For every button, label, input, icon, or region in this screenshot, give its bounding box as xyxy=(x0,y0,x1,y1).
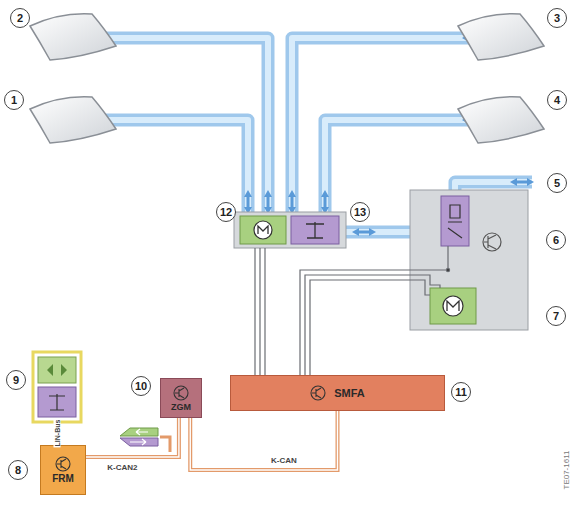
air-cushions xyxy=(30,14,544,143)
callout-number: 11 xyxy=(451,382,471,402)
footwell-module-box: FRM xyxy=(40,445,86,495)
callout-number: 2 xyxy=(10,8,30,28)
bus-name: LIN-Bus xyxy=(54,419,61,448)
module-name: FRM xyxy=(52,473,74,484)
callout-number: 3 xyxy=(547,8,567,28)
callout-number: 8 xyxy=(8,460,28,480)
callout-number: 12 xyxy=(216,202,236,222)
bus-name: K-CAN2 xyxy=(105,463,139,472)
gateway-box: ZGM xyxy=(160,378,202,418)
callout-number: 4 xyxy=(547,90,567,110)
transistor-symbol xyxy=(55,456,71,472)
module-name: ZGM xyxy=(171,402,191,412)
pump-unit xyxy=(410,190,528,330)
seat-module-box: SMFA xyxy=(230,375,445,411)
pump-valve-block xyxy=(234,212,346,248)
wiring xyxy=(255,246,450,375)
callout-number: 1 xyxy=(4,90,24,110)
transistor-symbol xyxy=(173,385,189,401)
callout-number: 7 xyxy=(546,306,566,326)
bus-line xyxy=(190,411,337,470)
callout-number: 5 xyxy=(547,173,567,193)
bus-name: K-CAN xyxy=(269,456,299,465)
bus-line xyxy=(86,418,179,457)
transistor-symbol xyxy=(310,385,326,401)
callout-number: 9 xyxy=(6,370,26,390)
callout-number: 6 xyxy=(546,230,566,250)
module-name: SMFA xyxy=(334,387,365,399)
callout-number: 13 xyxy=(350,202,370,222)
callout-number: 10 xyxy=(131,376,151,396)
network-icon xyxy=(120,428,170,452)
watermark: TE07-1611 xyxy=(562,451,571,490)
